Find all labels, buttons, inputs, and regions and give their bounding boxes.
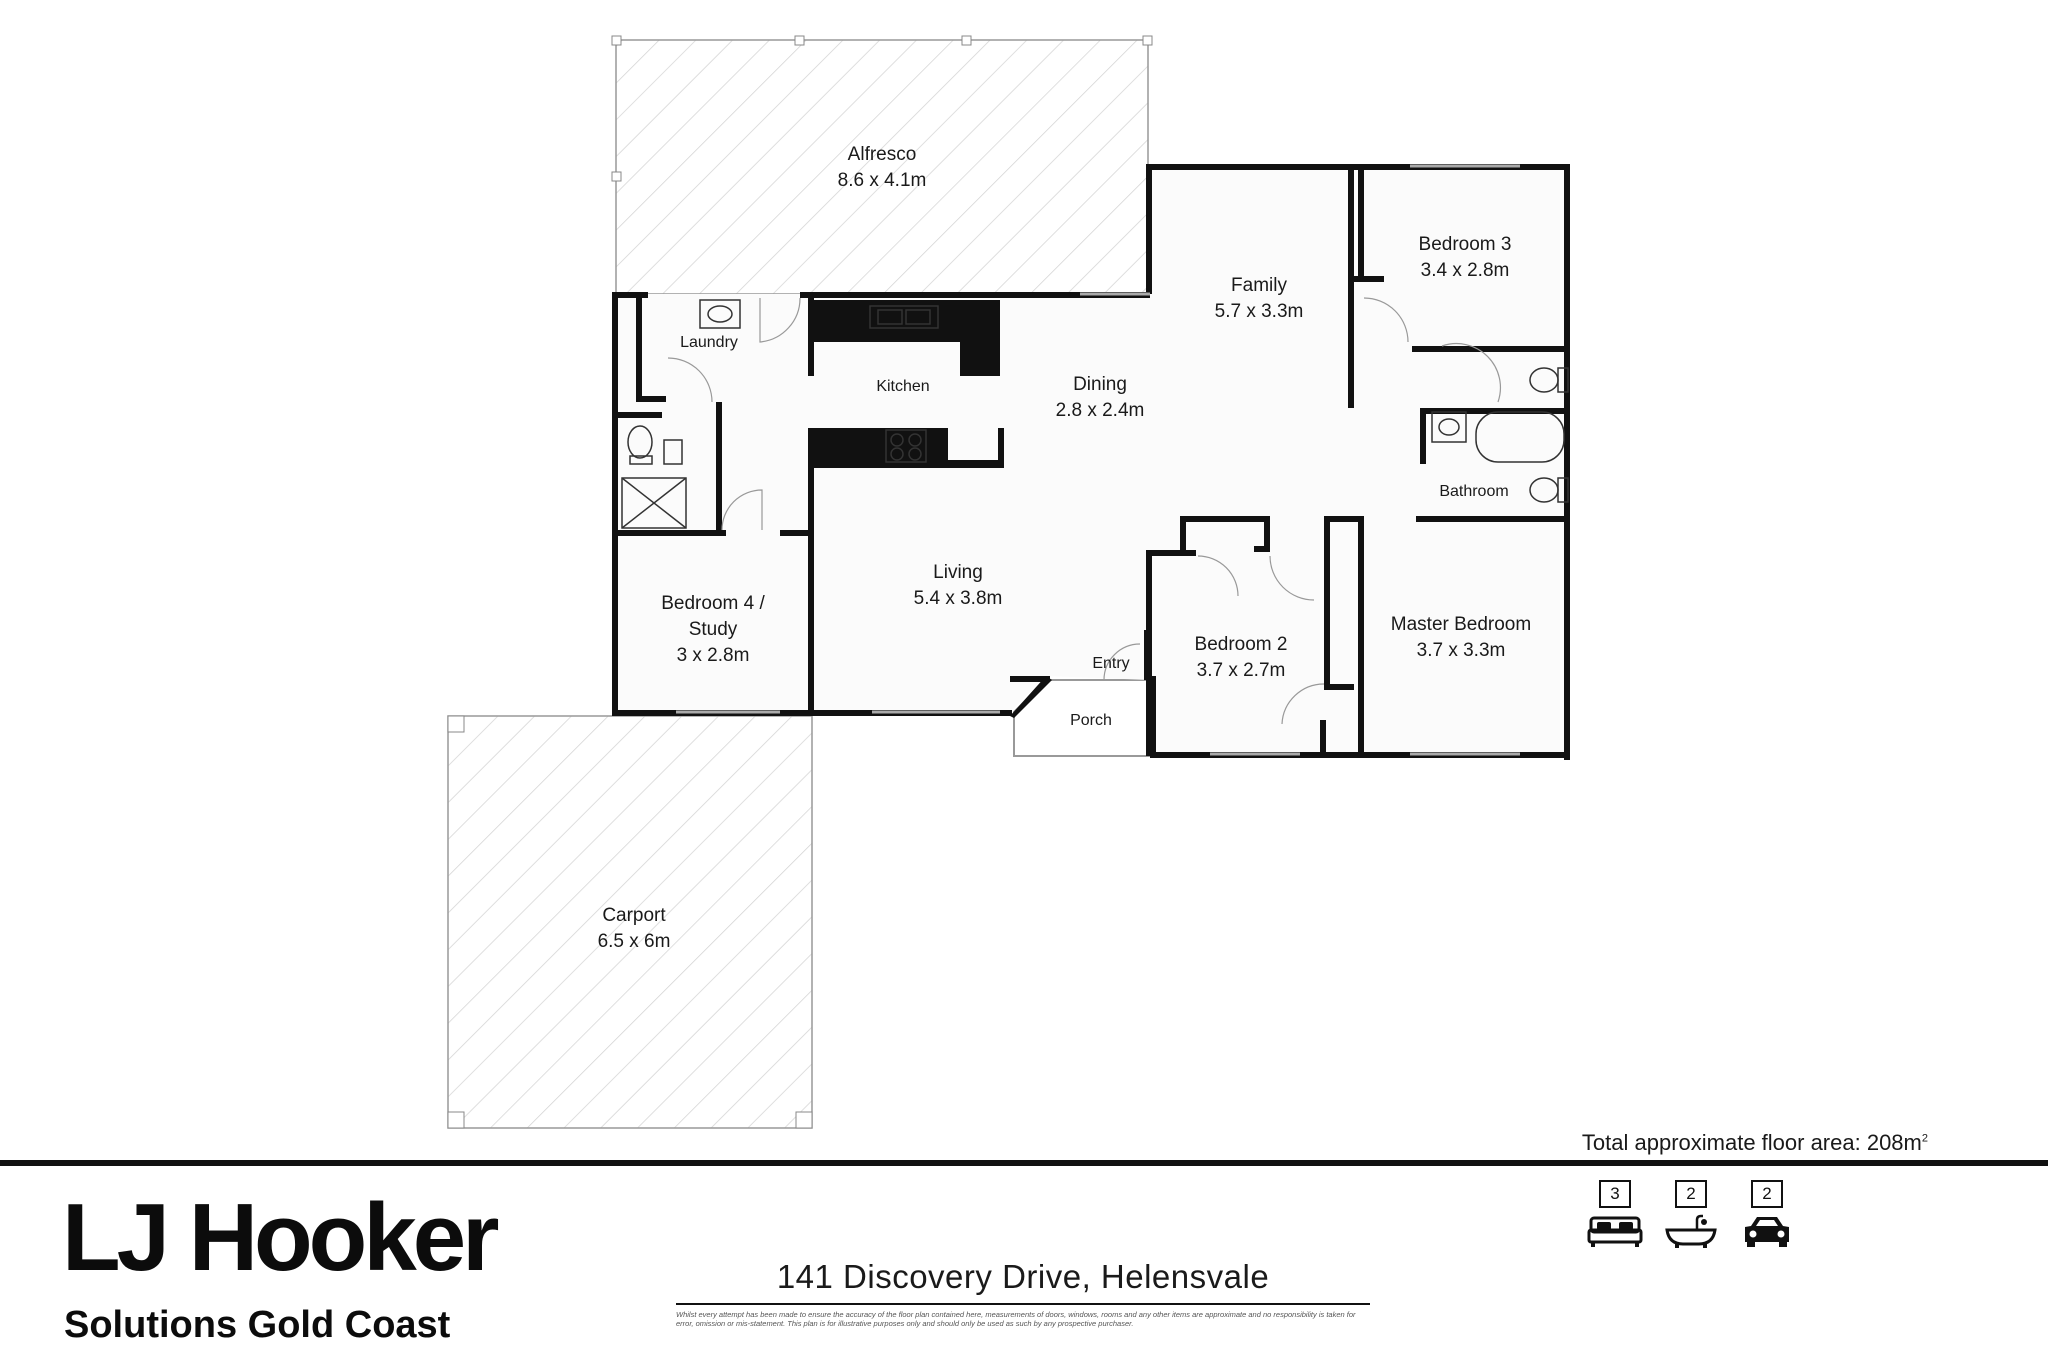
label-bedroom2-dims: 3.7 x 2.7m <box>1197 660 1286 681</box>
brand-logo-main: LJ Hooker <box>62 1184 499 1291</box>
feature-bedrooms: 3 <box>1580 1180 1650 1248</box>
label-family-name: Family <box>1231 275 1287 296</box>
address-underline <box>676 1303 1370 1305</box>
footer-divider <box>0 1160 2048 1166</box>
label-bedroom2-name: Bedroom 2 <box>1195 634 1288 655</box>
label-bedroom4-name-2: Study <box>689 619 738 640</box>
label-alfresco-dims: 8.6 x 4.1m <box>838 170 927 191</box>
door-swings <box>667 297 1502 725</box>
feature-bathrooms: 2 <box>1656 1180 1726 1248</box>
floor-area-unit-sup: 2 <box>1921 1132 1928 1145</box>
floor-area-text: Total approximate floor area: 208m <box>1581 1130 1922 1155</box>
label-entry: Entry <box>1092 655 1129 672</box>
feature-cars: 2 <box>1732 1180 1802 1248</box>
label-alfresco-name: Alfresco <box>848 144 917 165</box>
alfresco-area <box>611 35 1153 295</box>
room-labels: Alfresco 8.6 x 4.1m Family 5.7 x 3.3m Be… <box>598 144 1532 952</box>
property-address: 141 Discovery Drive, Helensvale <box>776 1258 1270 1295</box>
label-master-name: Master Bedroom <box>1391 614 1531 635</box>
label-living-dims: 5.4 x 3.8m <box>914 588 1003 609</box>
label-bedroom4-dims: 3 x 2.8m <box>677 645 750 666</box>
walls <box>612 164 1570 760</box>
label-family-dims: 5.7 x 3.3m <box>1215 301 1304 322</box>
fixtures <box>621 299 1569 529</box>
bathtub-icon <box>1665 1214 1717 1248</box>
car-count: 2 <box>1751 1180 1783 1208</box>
label-dining-name: Dining <box>1073 374 1127 395</box>
floor-area-label: Total approximate floor area: 208m2 <box>1582 1130 1928 1156</box>
label-carport-name: Carport <box>602 905 666 926</box>
label-laundry: Laundry <box>680 334 738 351</box>
label-dining-dims: 2.8 x 2.4m <box>1056 400 1145 421</box>
label-carport-dims: 6.5 x 6m <box>598 931 671 952</box>
bed-icon <box>1587 1216 1643 1247</box>
label-porch: Porch <box>1070 712 1112 729</box>
label-living-name: Living <box>933 562 983 583</box>
disclaimer-text: Whilst every attempt has been made to en… <box>676 1310 1356 1329</box>
label-bedroom3-dims: 3.4 x 2.8m <box>1421 260 1510 281</box>
label-kitchen: Kitchen <box>876 378 929 395</box>
bedroom-count: 3 <box>1599 1180 1631 1208</box>
property-features: 3 2 2 <box>1580 1180 1800 1280</box>
label-bedroom3-name: Bedroom 3 <box>1419 234 1512 255</box>
label-bedroom4-name-1: Bedroom 4 / <box>661 593 765 614</box>
car-icon <box>1745 1217 1789 1247</box>
floor-plan: Alfresco 8.6 x 4.1m Family 5.7 x 3.3m Be… <box>447 35 1570 1129</box>
carport-area <box>447 715 813 1129</box>
label-master-dims: 3.7 x 3.3m <box>1417 640 1506 661</box>
brand-logo-sub: Solutions Gold Coast <box>64 1304 451 1346</box>
windows <box>676 164 1520 756</box>
bathroom-count: 2 <box>1675 1180 1707 1208</box>
label-bathroom: Bathroom <box>1439 483 1508 500</box>
